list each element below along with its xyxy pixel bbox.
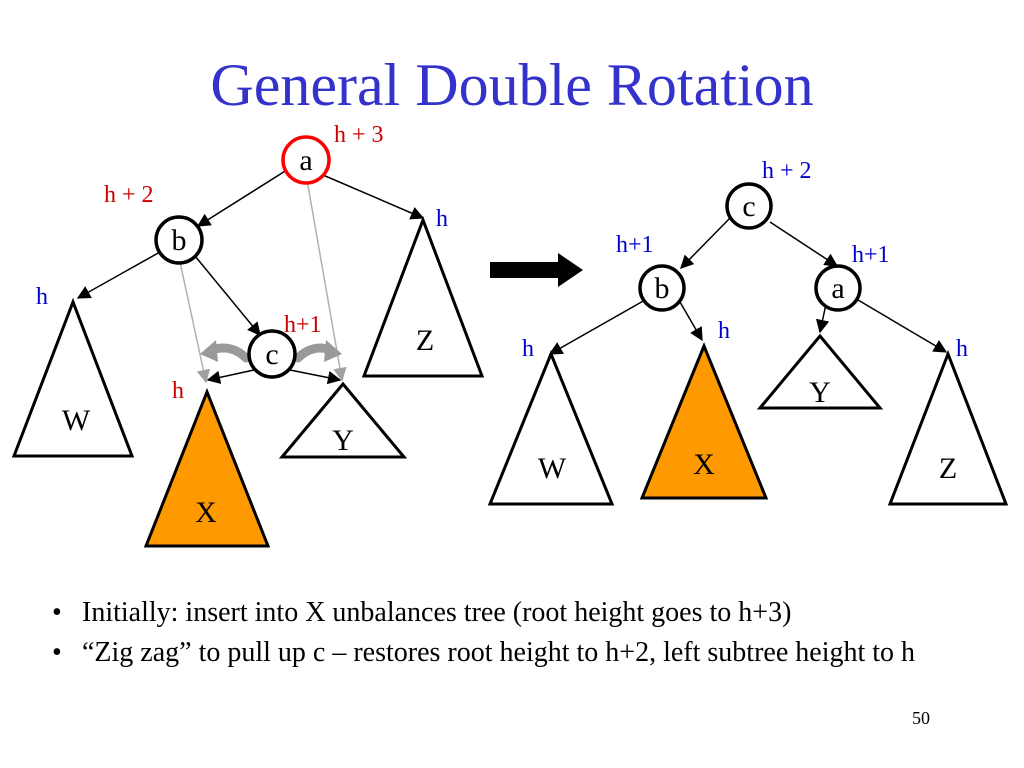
node-a-after — [814, 264, 862, 312]
edge-c-x — [206, 369, 255, 385]
height-label-a-after: h+1 — [852, 242, 890, 268]
bullet-dot: • — [52, 637, 62, 668]
edge-c-a-after — [769, 221, 839, 267]
node-c-label: c — [265, 338, 278, 371]
bullet-text: “Zig zag” to pull up c – restores root h… — [82, 637, 916, 668]
height-label-a: h + 3 — [334, 122, 384, 148]
height-label-c-after: h + 2 — [762, 158, 812, 184]
rotation-arrowhead-left-icon — [200, 340, 218, 362]
height-label-x-after: h — [718, 318, 730, 344]
node-a-label: a — [299, 144, 312, 177]
subtree-y-after-label: Y — [809, 376, 831, 409]
height-label-b: h + 2 — [104, 182, 154, 208]
slide-title: General Double Rotation — [210, 52, 814, 118]
height-label-w-after: h — [522, 336, 534, 362]
node-a-unbalanced — [281, 135, 331, 185]
guide-line-b-x — [179, 261, 211, 384]
bullet-item: • “Zig zag” to pull up c – restores root… — [52, 636, 982, 670]
rotation-arrowhead-right-icon — [324, 340, 342, 362]
edge-b-c — [194, 255, 261, 337]
subtree-x — [143, 387, 271, 548]
guide-line-a-y — [306, 179, 347, 382]
bullet-text: Initially: insert into X unbalances tree… — [82, 597, 792, 628]
height-label-z-after: h — [956, 336, 968, 362]
subtree-w-after — [487, 350, 615, 506]
page-number: 50 — [912, 708, 930, 728]
before-tree: W X Y Z a b c h + 3 h + 2 h+1 h h h — [11, 122, 485, 548]
node-a-after-label: a — [831, 272, 844, 305]
edge-c-b-after — [680, 217, 731, 269]
edge-a-z-after — [857, 299, 948, 353]
subtree-x-after — [639, 342, 769, 500]
subtree-w-label: W — [62, 404, 91, 437]
edge-b-w-after — [548, 299, 646, 355]
bullet-item: • Initially: insert into X unbalances tr… — [52, 596, 982, 630]
subtree-x-after-label: X — [693, 448, 715, 481]
subtree-y — [278, 381, 408, 459]
double-rotation-diagram: W X Y Z a b c h + 3 h + 2 h+1 h h h W — [11, 122, 1009, 548]
edge-a-z — [322, 174, 425, 220]
edge-b-x-after — [679, 301, 703, 342]
node-c — [247, 329, 297, 379]
subtree-z-label: Z — [416, 324, 434, 357]
after-tree: W X Y Z c b a h + 2 h+1 h+1 h h h — [487, 158, 1009, 506]
height-label-b-after: h+1 — [616, 232, 654, 258]
node-b-label: b — [172, 224, 187, 257]
height-label-w: h — [36, 284, 48, 310]
transform-arrow-icon — [490, 253, 583, 287]
edge-a-y-after — [815, 303, 830, 334]
subtree-z — [361, 215, 485, 378]
height-label-z: h — [436, 206, 448, 232]
edge-b-w — [76, 251, 161, 299]
height-label-x: h — [172, 378, 184, 404]
subtree-y-after — [756, 333, 884, 410]
subtree-w — [11, 297, 135, 458]
subtree-z-after — [887, 349, 1009, 506]
bullet-list: • Initially: insert into X unbalances tr… — [52, 596, 982, 676]
edge-c-y — [289, 369, 342, 385]
subtree-y-label: Y — [332, 424, 354, 457]
subtree-z-after-label: Z — [939, 452, 957, 485]
bullet-dot: • — [52, 597, 62, 628]
subtree-w-after-label: W — [538, 452, 567, 485]
node-b — [154, 215, 204, 265]
subtree-x-label: X — [195, 496, 217, 529]
node-c-after — [725, 182, 773, 230]
height-label-c: h+1 — [284, 312, 322, 338]
node-b-after — [638, 264, 686, 312]
node-c-after-label: c — [742, 190, 755, 223]
edge-a-b — [196, 167, 291, 227]
node-b-after-label: b — [655, 272, 670, 305]
